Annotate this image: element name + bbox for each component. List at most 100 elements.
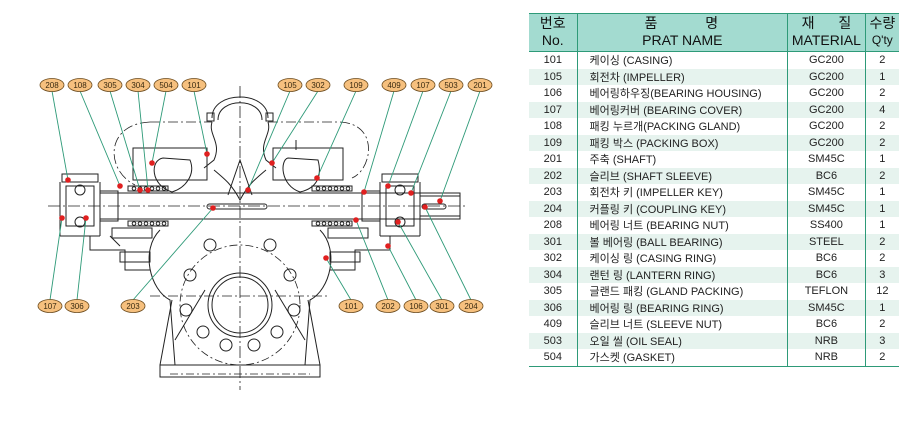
leader-line (247, 90, 291, 191)
callout-107: 107 (37, 299, 63, 313)
header-qty: 수량 Q'ty (864, 13, 899, 52)
callout-bubble (410, 78, 436, 92)
marker-dot (137, 187, 143, 193)
lobe-left (153, 157, 193, 193)
callout-bubble (125, 78, 151, 92)
part-quantity: 2 (864, 51, 899, 69)
callout-305: 305 (97, 78, 123, 92)
part-material: GC200 (787, 134, 866, 151)
casing-outline-dashed (113, 121, 369, 186)
part-name: 글랜드 패킹 (GLAND PACKING) (576, 283, 788, 300)
leader-line (355, 219, 389, 301)
part-number: 301 (529, 233, 578, 250)
callout-101: 101 (181, 78, 207, 92)
part-material: BC6 (787, 266, 866, 283)
part-quantity: 1 (864, 151, 899, 168)
leader-line (132, 207, 214, 301)
flange-bolt-holes (179, 238, 301, 352)
leader-line (410, 90, 452, 194)
callout-label: 201 (473, 81, 487, 90)
lobe-right (282, 157, 320, 193)
part-quantity: 2 (864, 349, 899, 366)
callout-bubble (97, 78, 123, 92)
marker-dot (204, 151, 210, 157)
part-name: 케이싱 링 (CASING RING) (576, 250, 788, 267)
gland-bolts (111, 227, 369, 263)
part-quantity: 3 (864, 332, 899, 349)
part-name: 볼 베어링 (BALL BEARING) (576, 233, 788, 250)
leader-line (316, 90, 357, 179)
suction-flange-outer (179, 244, 301, 366)
marker-dot (145, 187, 151, 193)
part-material: SM45C (787, 299, 866, 316)
marker-dot (65, 177, 71, 183)
marker-dot (437, 198, 443, 204)
volute-flange-right (265, 112, 274, 122)
callout-bubble (381, 78, 407, 92)
part-name: 베어링하우징(BEARING HOUSING) (576, 85, 788, 102)
part-quantity: 3 (864, 266, 899, 283)
marker-dot (385, 243, 391, 249)
part-material: GC200 (787, 85, 866, 102)
callout-bubble (67, 78, 93, 92)
part-quantity: 2 (864, 167, 899, 184)
part-quantity: 1 (864, 217, 899, 234)
marker-dot (117, 183, 123, 189)
callout-bubble (375, 299, 401, 313)
leader-line (387, 90, 424, 187)
callout-105: 105 (277, 78, 303, 92)
callout-label: 109 (349, 81, 363, 90)
coupling-key (421, 203, 447, 210)
marker-dot (245, 187, 251, 193)
part-number: 202 (529, 167, 578, 184)
marker-dot (353, 217, 359, 223)
callout-208: 208 (39, 78, 65, 92)
part-number: 105 (529, 68, 578, 85)
leader-line (79, 90, 121, 187)
volute-left-body (203, 121, 217, 169)
part-material: GC200 (787, 101, 866, 118)
base-legs (159, 289, 321, 366)
callout-bubble (458, 299, 484, 313)
part-number: 504 (543, 351, 562, 364)
marker-dot (210, 205, 216, 211)
callout-label: 301 (435, 302, 449, 311)
callout-bubble (438, 78, 464, 92)
suction-bore (207, 272, 273, 338)
callout-bubble (305, 78, 331, 92)
callout-label: 305 (103, 81, 117, 90)
callout-bubble (120, 299, 146, 313)
callout-504: 504 (153, 78, 179, 92)
callout-bubble (429, 299, 455, 313)
part-number: 109 (529, 134, 578, 151)
packing-right (311, 185, 353, 227)
header-part-name: 품 명 PRAT NAME (576, 13, 788, 52)
part-material: SM45C (787, 151, 866, 168)
part-number: 203 (543, 186, 562, 199)
header-name-korean: 품 명 (644, 15, 721, 31)
part-material: BC6 (787, 250, 866, 267)
header-no-english: No. (541, 32, 564, 48)
callout-label: 302 (311, 81, 325, 90)
leader-line (424, 206, 472, 301)
part-material: TEFLON (787, 283, 866, 300)
header-no: 번호 No. (529, 13, 578, 52)
part-material: SS400 (787, 217, 866, 234)
callout-204: 204 (458, 299, 484, 313)
part-number: 201 (543, 153, 562, 166)
leader-line (51, 90, 69, 181)
callout-label: 204 (464, 302, 478, 311)
leader-line (137, 90, 149, 191)
callout-label: 108 (73, 81, 87, 90)
